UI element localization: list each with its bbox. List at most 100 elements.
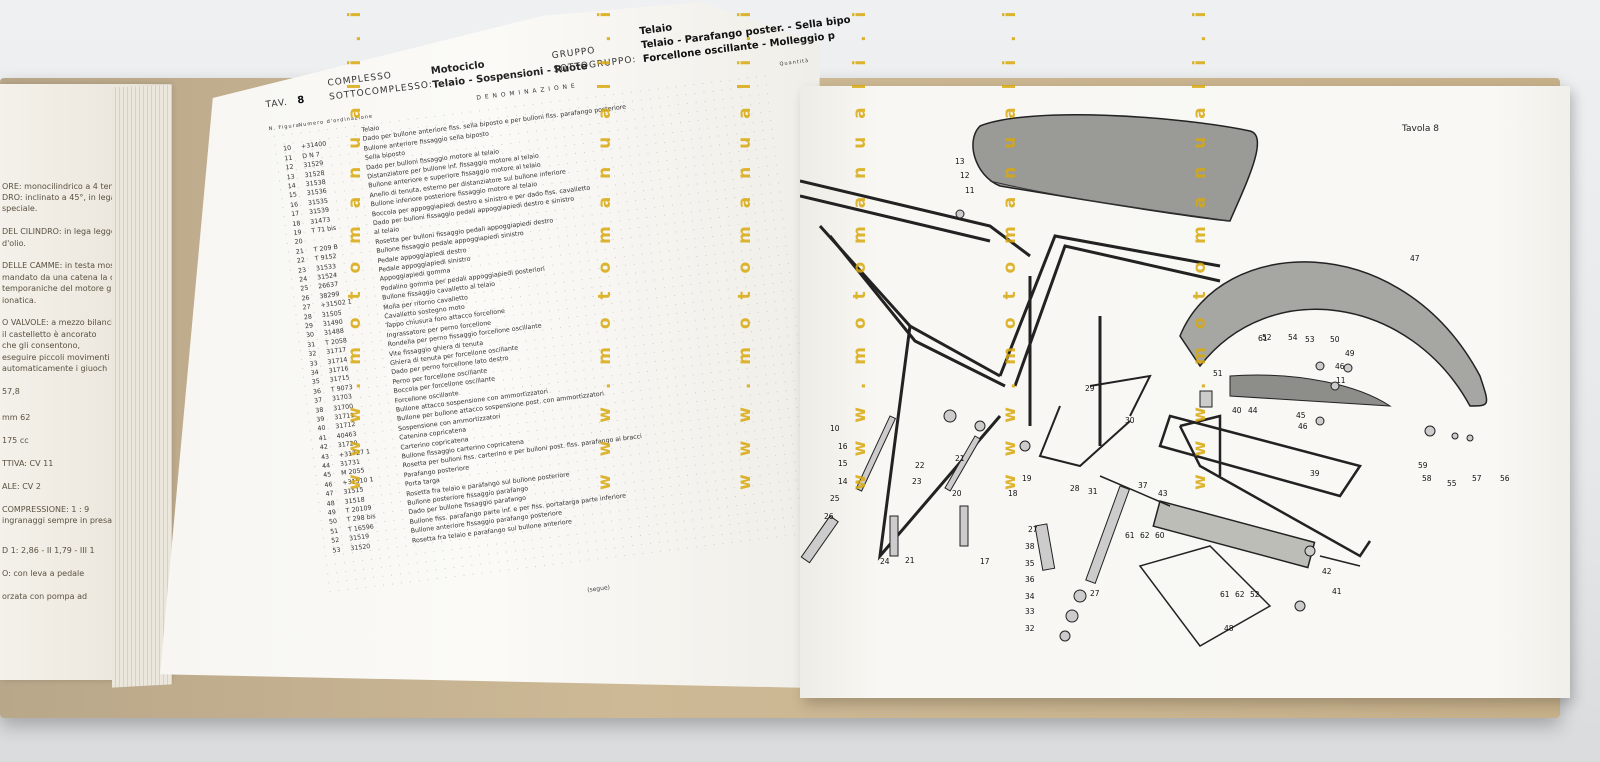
page-stack-edges	[112, 84, 172, 688]
gruppo-label: GRUPPO	[551, 45, 596, 62]
watermark-5: w w w . m o t o m a n u a l i . i t	[1000, 0, 1020, 490]
left-page-line: O VALVOLE: a mezzo bilancier	[2, 318, 122, 328]
part-label: 36	[1025, 575, 1035, 584]
left-page-line: DRO: inclinato a 45°, in lega legg	[2, 193, 136, 202]
left-page-line: che gli consentono,	[2, 341, 81, 351]
continues-label: (segue)	[586, 584, 611, 594]
left-page-line: ALE: CV 2	[2, 481, 41, 491]
left-page-line: COMPRESSIONE: 1 : 9	[2, 504, 90, 514]
part-label: 47	[1410, 254, 1420, 263]
left-page-line: D 1: 2,86 - II 1,79 - III 1	[2, 546, 95, 556]
tavola-label: Tavola 8	[1402, 124, 1439, 134]
left-page-line: il castelletto è ancorato	[2, 329, 97, 339]
part-label: 44	[1248, 406, 1258, 415]
part-label: 11	[965, 186, 975, 195]
seat-drawing	[972, 114, 1259, 222]
left-page-line: eseguire piccoli movimenti	[2, 352, 110, 362]
left-page-line: ingranaggi sempre in presa	[2, 516, 113, 525]
left-page-line: mm 62	[2, 413, 31, 423]
part-label: 50	[1330, 335, 1340, 344]
part-label: 26	[824, 512, 834, 521]
left-page-line: mandato da una catena la cui	[2, 272, 122, 282]
left-page-line: 175 cc	[2, 436, 29, 446]
part-label: 25	[830, 494, 840, 503]
left-page-line: ionatica.	[2, 295, 37, 305]
part-label: 33	[1025, 607, 1035, 616]
part-label: 57	[1472, 474, 1482, 483]
parts-list-content: TAV. 8 COMPLESSO SOTTOCOMPLESSO: Motocic…	[215, 0, 889, 655]
part-label: 21	[905, 556, 915, 565]
part-label: 43	[1158, 489, 1168, 498]
column-quantita: Quantità	[779, 57, 810, 68]
part-label: 18	[1008, 489, 1018, 498]
watermark-2: w w w . m o t o m a n u a l i . i t	[595, 0, 615, 490]
exploded-diagram-page: Tavola 8	[800, 86, 1570, 698]
part-label: 10	[830, 424, 840, 433]
part-label: 35	[1025, 559, 1035, 568]
rear-fender-drawing	[1179, 261, 1488, 407]
left-page-line: orzata con pompa ad	[2, 592, 88, 601]
part-label: 56	[1500, 474, 1510, 483]
part-label: 60	[1155, 531, 1165, 540]
part-label: 11	[1336, 376, 1346, 385]
watermark-4: w w w . m o t o m a n u a l i . i t	[850, 0, 870, 490]
left-page-line: DEL CILINDRO: in lega leggera con	[2, 227, 141, 237]
part-label: 59	[1418, 461, 1428, 470]
part-label: 34	[1025, 592, 1035, 601]
part-label: 61	[1258, 334, 1268, 343]
watermark-6: w w w . m o t o m a n u a l i . i t	[1190, 0, 1210, 490]
part-label: 21	[955, 454, 965, 463]
watermark-1: w w w . m o t o m a n u a l i . i t	[345, 0, 365, 490]
part-label: 20	[952, 489, 962, 498]
part-label: 55	[1447, 479, 1457, 488]
left-page-line: speciale.	[2, 204, 38, 214]
part-label: 27	[1028, 525, 1038, 534]
left-page-line: automaticamente i giuoch	[2, 364, 108, 373]
part-label: 46	[1335, 362, 1345, 371]
license-plate-holder-drawing	[1138, 545, 1272, 647]
part-label: 42	[1322, 567, 1332, 576]
left-page-line: 57,8	[2, 386, 20, 396]
watermark-3: w w w . m o t o m a n u a l i . i t	[735, 0, 755, 490]
tav-label: TAV.	[265, 97, 289, 111]
part-label: 16	[838, 442, 848, 451]
part-label: 19	[1022, 474, 1032, 483]
part-label: 52	[1250, 590, 1260, 599]
part-label: 28	[1070, 484, 1080, 493]
part-label: 40	[1232, 406, 1242, 415]
bolts-drawing	[800, 209, 1474, 642]
part-label: 24	[880, 557, 890, 566]
part-label: 49	[1345, 349, 1355, 358]
part-label: 30	[1125, 416, 1135, 425]
part-label: 29	[1085, 384, 1095, 393]
left-page-line: DELLE CAMME: in testa mosso	[2, 261, 124, 271]
part-label: 61	[1220, 590, 1230, 599]
part-label: 17	[980, 557, 990, 566]
part-label: 23	[912, 477, 922, 486]
part-label: 48	[1224, 624, 1234, 633]
part-label: 31	[1088, 487, 1098, 496]
part-label: 53	[1305, 335, 1315, 344]
part-label: 61	[1125, 531, 1135, 540]
part-label: 39	[1310, 469, 1320, 478]
part-label: 54	[1288, 333, 1298, 342]
chain-guard-drawing	[1229, 374, 1392, 407]
part-label: 22	[915, 461, 925, 470]
part-label: 62	[1140, 531, 1150, 540]
part-label: 41	[1332, 587, 1342, 596]
gruppo-value: Telaio	[638, 22, 673, 38]
part-label: 52	[1262, 333, 1272, 342]
part-label: 12	[960, 171, 970, 180]
left-page-line: O: con leva a pedale	[2, 569, 85, 579]
tav-number: 8	[296, 94, 306, 107]
left-page-line: temporaniche del motore grazie	[2, 284, 131, 294]
part-label: 51	[1213, 369, 1223, 378]
swingarm-drawing	[1158, 414, 1372, 558]
part-label: 45	[1296, 411, 1306, 420]
stand-drawing	[1038, 374, 1152, 468]
part-label: 37	[1138, 481, 1148, 490]
part-label: 32	[1025, 624, 1035, 633]
